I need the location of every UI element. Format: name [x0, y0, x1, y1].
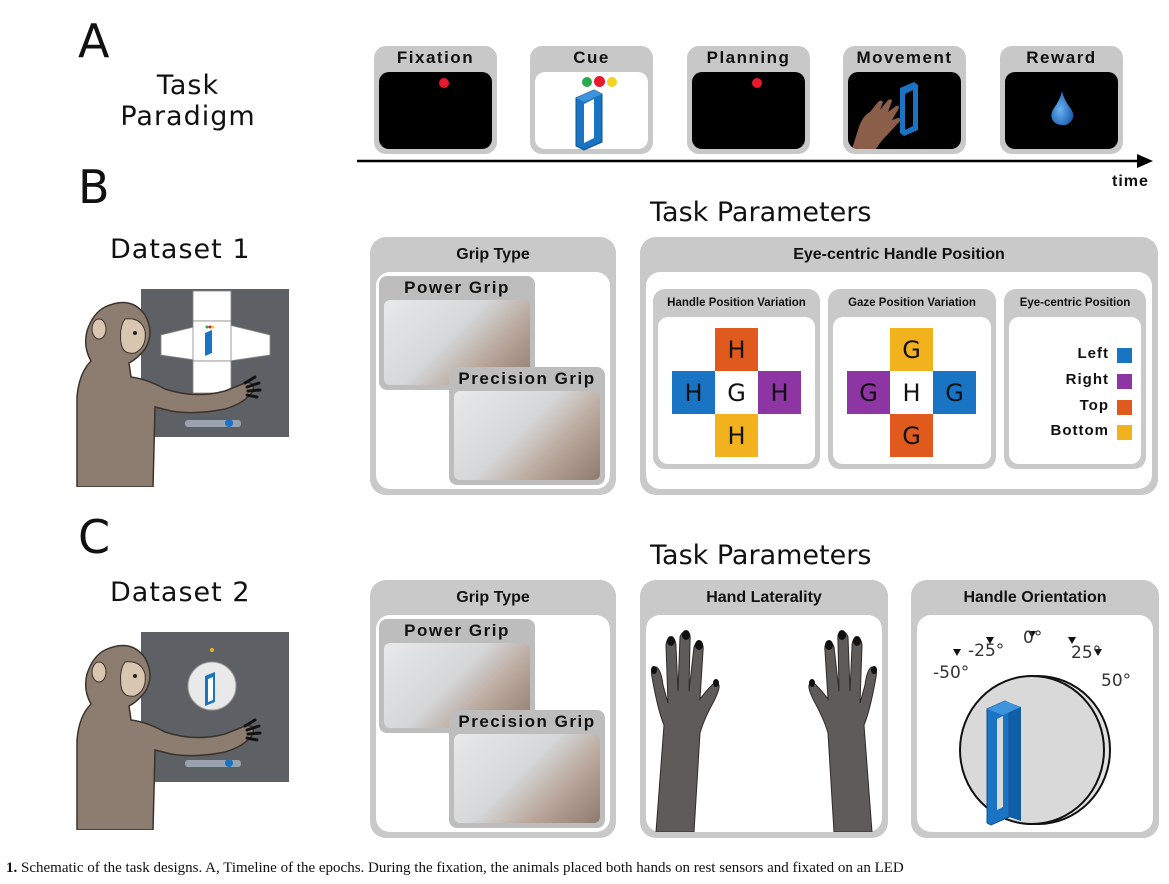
eye-centric-title: Eye-centric Handle Position [793, 246, 1005, 263]
grid-cell-center: H [890, 371, 933, 414]
precision-grip-label: Precision Grip [458, 712, 596, 731]
legend-swatch [1117, 348, 1132, 363]
grid-cell-bottom: H [715, 414, 758, 457]
dataset-2-title: Dataset 2 [110, 577, 251, 608]
hands-icon [651, 630, 877, 832]
monkey-setup-1-icon [76, 289, 289, 487]
gaze-variation-panel: Gaze Position Variation G G H G G [828, 289, 996, 469]
task-paradigm-title: Task Paradigm [108, 70, 268, 132]
legend-label: Bottom [1050, 422, 1109, 439]
grip-type-title: Grip Type [456, 246, 530, 263]
legend-top: Top [1004, 397, 1146, 419]
task-paradigm-line1: Task [156, 70, 220, 101]
hand-laterality-panel: Hand Laterality [640, 580, 888, 838]
gaze-variation-title: Gaze Position Variation [848, 297, 976, 309]
caption-text: Schematic of the task designs. A, Timeli… [21, 860, 904, 876]
time-label: time [1112, 173, 1149, 190]
planning-led-icon [752, 78, 762, 88]
epoch-cue: Cue [530, 46, 653, 154]
section-b-letter: B [78, 160, 110, 214]
grid-cell-right: G [933, 371, 976, 414]
angle-label-p50: 50° [1101, 671, 1132, 691]
legend-label: Right [1065, 371, 1109, 388]
handle-dial-icon [953, 631, 1111, 826]
power-grip-label: Power Grip [404, 621, 510, 640]
dataset-1-title: Dataset 1 [110, 234, 251, 265]
time-arrow [357, 154, 1153, 168]
angle-label-p25: 25° [1071, 643, 1102, 663]
handle-icon [575, 89, 603, 151]
legend-label: Top [1079, 397, 1109, 414]
legend-swatch [1117, 400, 1132, 415]
epoch-label: Cue [573, 48, 610, 67]
eye-centric-position-panel: Eye-centric Position Left Right Top Bott… [1004, 289, 1146, 469]
section-a-letter: A [78, 14, 110, 68]
legend-left: Left [1004, 345, 1146, 367]
handle-orientation-panel: Handle Orientation -50° -25° 0° 25° 50° [911, 580, 1159, 838]
angle-label-0: 0° [1023, 628, 1043, 648]
fixation-screen [379, 72, 492, 149]
epoch-label: Reward [1026, 48, 1097, 67]
fixation-led-icon [439, 78, 449, 88]
handle-variation-title: Handle Position Variation [667, 297, 806, 309]
epoch-label: Fixation [396, 48, 475, 67]
precision-grip-photo: Precision Grip [449, 710, 605, 828]
planning-screen [692, 72, 805, 149]
handle-variation-panel: Handle Position Variation H H G H H [653, 289, 820, 469]
epoch-label: Planning [706, 48, 791, 67]
power-grip-photo: Power Grip [379, 619, 535, 733]
yellow-led-icon [607, 77, 617, 87]
legend-bottom: Bottom [1004, 422, 1146, 444]
handle-orientation-title: Handle Orientation [963, 589, 1107, 606]
hand-laterality-title: Hand Laterality [706, 589, 822, 606]
reaching-hand-icon [852, 82, 918, 149]
water-drop-icon [1051, 91, 1074, 126]
reward-screen [1005, 72, 1118, 149]
task-parameters-title-c: Task Parameters [650, 540, 872, 571]
task-paradigm-line2: Paradigm [120, 101, 256, 132]
eye-centric-position-title: Eye-centric Position [1019, 297, 1131, 309]
grid-cell-left: H [672, 371, 715, 414]
grip-type-panel-b: Grip Type Power Grip Precision Grip [370, 237, 616, 495]
monkey-setup-2-icon [76, 632, 289, 830]
epoch-movement: Movement [843, 46, 966, 154]
movement-screen [848, 72, 961, 149]
grip-type-panel-c: Grip Type Power Grip Precision Grip [370, 580, 616, 838]
grid-cell-top: G [890, 328, 933, 371]
epoch-reward: Reward [1000, 46, 1123, 154]
grid-cell-bottom: G [890, 414, 933, 457]
task-parameters-title-b: Task Parameters [650, 197, 872, 228]
eye-centric-panel: Eye-centric Handle Position Handle Posit… [640, 237, 1158, 495]
precision-grip-photo: Precision Grip [449, 367, 605, 485]
figure-caption: 1. Schematic of the task designs. A, Tim… [6, 860, 1169, 877]
legend-right: Right [1004, 371, 1146, 393]
legend-swatch [1117, 374, 1132, 389]
legend-swatch [1117, 425, 1132, 440]
legend-label: Left [1077, 345, 1109, 362]
caption-number: 1. [6, 860, 18, 876]
grid-cell-top: H [715, 328, 758, 371]
grip-type-title: Grip Type [456, 589, 530, 606]
power-grip-label: Power Grip [404, 278, 510, 297]
angle-label-m50: -50° [933, 663, 970, 683]
epoch-label: Movement [856, 48, 953, 67]
green-led-icon [582, 77, 592, 87]
red-led-icon [594, 76, 605, 87]
section-c-letter: C [78, 510, 111, 564]
angle-label-m25: -25° [968, 641, 1005, 661]
grid-cell-right: H [758, 371, 801, 414]
grid-cell-left: G [847, 371, 890, 414]
grid-cell-center: G [715, 371, 758, 414]
epoch-planning: Planning [687, 46, 810, 154]
precision-grip-label: Precision Grip [458, 369, 596, 388]
epoch-fixation: Fixation [374, 46, 497, 154]
